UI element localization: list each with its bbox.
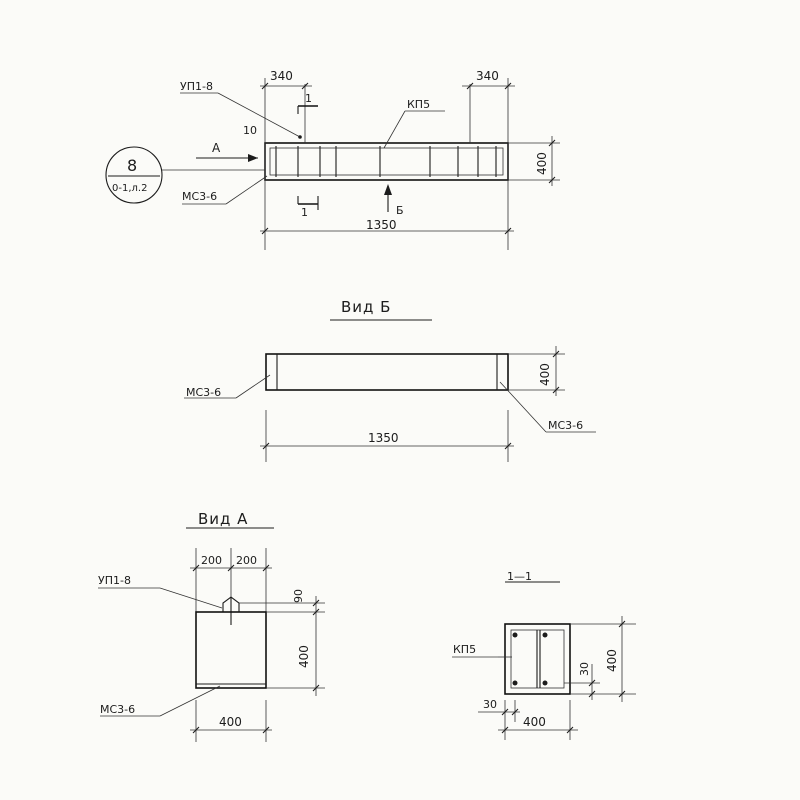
callout-circle xyxy=(105,146,163,204)
plan-beam-inner xyxy=(269,147,504,176)
plan-arrow-a: А xyxy=(212,141,221,155)
section-mark-bottom: 1 xyxy=(301,206,308,219)
section-mark-top: 1 xyxy=(305,92,312,105)
view-b-title: Вид Б xyxy=(341,298,391,316)
view-a-dim-200-right: 200 xyxy=(236,554,257,567)
view-b-dim-height: 400 xyxy=(538,363,552,386)
plan-stirrups xyxy=(275,146,497,177)
view-b-beam xyxy=(265,353,509,391)
plan-label-kp: КП5 xyxy=(407,98,430,111)
plan-arrow-b: Б xyxy=(396,204,404,217)
arrow-b-icon xyxy=(384,184,392,195)
view-b-label-right: МС3-6 xyxy=(548,419,583,432)
view-a-dim-width: 400 xyxy=(219,715,242,729)
section-dim-height: 400 xyxy=(605,649,619,672)
view-a-dim-200-left: 200 xyxy=(201,554,222,567)
view-a-title: Вид А xyxy=(198,510,248,528)
view-b: Вид Б 400 1350 МС3-6 МС3-6 xyxy=(184,298,596,462)
view-a-dim-height: 400 xyxy=(297,645,311,668)
view-a-label-mc: МС3-6 xyxy=(100,703,135,716)
view-b-label-left: МС3-6 xyxy=(186,386,221,399)
plan-dim-small: 10 xyxy=(243,124,257,137)
plan-label-upi: УП1-8 xyxy=(180,80,213,93)
section-label-kp: КП5 xyxy=(453,643,476,656)
callout-ref: 0-1,л.2 xyxy=(112,183,147,194)
plan-beam-outline xyxy=(264,142,509,181)
view-a-dim-90: 90 xyxy=(292,589,305,603)
section-dim-30-a: 30 xyxy=(578,662,591,676)
callout-number: 8 xyxy=(127,156,137,175)
arrow-a-icon xyxy=(248,154,258,162)
section-dim-30-b: 30 xyxy=(483,698,497,711)
section-title: 1—1 xyxy=(507,570,532,583)
view-a-label-upi: УП1-8 xyxy=(98,574,131,587)
section-1-1: 1—1 КП5 30 400 30 xyxy=(452,570,636,740)
view-b-dim-length: 1350 xyxy=(368,431,399,445)
plan-dim-left: 340 xyxy=(270,69,293,83)
plan-dim-right: 340 xyxy=(476,69,499,83)
section-outline xyxy=(504,623,571,695)
plan-view: 340 340 1 1 1350 400 10 А Б xyxy=(105,69,560,250)
view-a: Вид А 200 200 90 400 400 xyxy=(98,510,325,742)
plan-dim-height: 400 xyxy=(535,152,549,175)
plan-dim-length: 1350 xyxy=(366,218,397,232)
view-a-block xyxy=(195,611,267,689)
section-dim-width: 400 xyxy=(523,715,546,729)
plan-label-mc: МС3-6 xyxy=(182,190,217,203)
